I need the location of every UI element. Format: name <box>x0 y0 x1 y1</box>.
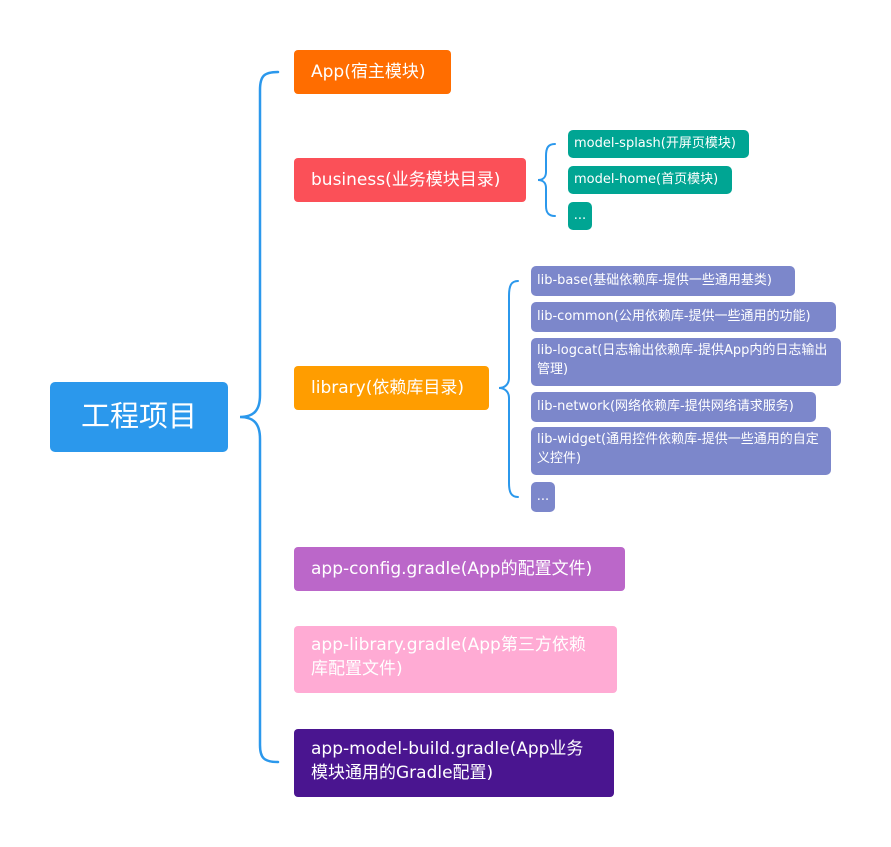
subtopic-lib-base[interactable]: lib-base(基础依赖库-提供一些通用基类) <box>531 266 795 296</box>
topic-business-label: business(业务模块目录) <box>311 169 501 190</box>
subtopic-label: model-home(首页模块) <box>574 171 719 187</box>
topic-app-model-build-label: app-model-build.gradle(App业务模块通用的Gradle配… <box>311 739 584 783</box>
subtopic-model-home[interactable]: model-home(首页模块) <box>568 166 732 194</box>
subtopic-label: model-splash(开屏页模块) <box>574 135 736 151</box>
topic-app[interactable]: App(宿主模块) <box>294 50 451 94</box>
topic-app-model-build-gradle[interactable]: app-model-build.gradle(App业务模块通用的Gradle配… <box>294 729 614 797</box>
subtopic-label: lib-logcat(日志输出依赖库-提供App内的日志输出管理) <box>537 343 828 377</box>
subtopic-lib-common[interactable]: lib-common(公用依赖库-提供一些通用的功能) <box>531 302 836 332</box>
subtopic-lib-logcat[interactable]: lib-logcat(日志输出依赖库-提供App内的日志输出管理) <box>531 338 841 386</box>
topic-business[interactable]: business(业务模块目录) <box>294 158 526 202</box>
topic-library[interactable]: library(依赖库目录) <box>294 366 489 410</box>
subtopic-label: ... <box>573 207 587 223</box>
topic-app-library-gradle[interactable]: app-library.gradle(App第三方依赖库配置文件) <box>294 626 617 693</box>
subtopic-label: lib-network(网络依赖库-提供网络请求服务) <box>537 398 794 414</box>
topic-app-library-label: app-library.gradle(App第三方依赖库配置文件) <box>311 635 586 679</box>
subtopic-label: lib-base(基础依赖库-提供一些通用基类) <box>537 272 772 288</box>
business-branch-bracket <box>537 143 556 217</box>
root-topic[interactable]: 工程项目 <box>50 382 228 452</box>
subtopic-lib-widget[interactable]: lib-widget(通用控件依赖库-提供一些通用的自定义控件) <box>531 427 831 475</box>
subtopic-label: lib-widget(通用控件依赖库-提供一些通用的自定义控件) <box>537 432 819 466</box>
topic-app-config-gradle[interactable]: app-config.gradle(App的配置文件) <box>294 547 625 591</box>
subtopic-label: lib-common(公用依赖库-提供一些通用的功能) <box>537 308 811 324</box>
subtopic-library-more[interactable]: ... <box>531 482 555 512</box>
root-branch-bracket <box>239 70 280 764</box>
subtopic-business-more[interactable]: ... <box>568 202 592 230</box>
topic-app-label: App(宿主模块) <box>311 61 426 82</box>
library-branch-bracket <box>498 280 519 498</box>
topic-library-label: library(依赖库目录) <box>311 377 464 398</box>
subtopic-model-splash[interactable]: model-splash(开屏页模块) <box>568 130 749 158</box>
subtopic-label: ... <box>536 488 550 504</box>
topic-app-config-label: app-config.gradle(App的配置文件) <box>311 558 593 579</box>
subtopic-lib-network[interactable]: lib-network(网络依赖库-提供网络请求服务) <box>531 392 816 422</box>
root-topic-label: 工程项目 <box>80 399 197 434</box>
